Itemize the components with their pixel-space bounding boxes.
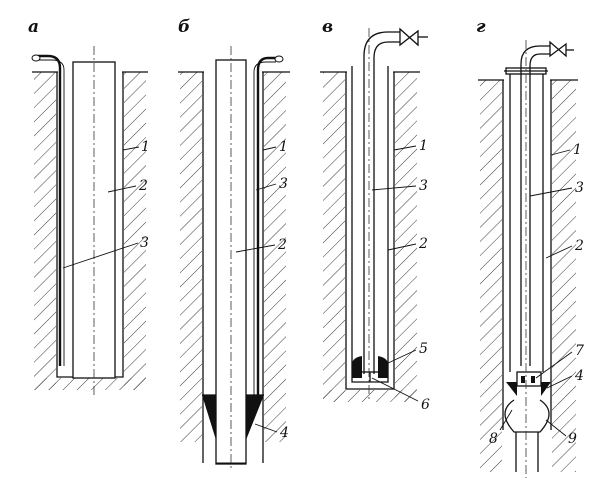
panel-letter-a: а bbox=[28, 17, 39, 37]
callout-v-3: 3 bbox=[419, 178, 428, 194]
callout-b-3: 3 bbox=[279, 176, 288, 192]
callout-g-7: 7 bbox=[575, 343, 584, 359]
callout-a-2: 2 bbox=[138, 178, 148, 194]
callout-a-1: 1 bbox=[141, 139, 150, 155]
panel-a bbox=[31, 46, 148, 395]
panel-letter-v: в bbox=[322, 17, 333, 37]
soil-bottom bbox=[34, 378, 146, 390]
bulb bbox=[504, 399, 550, 433]
hose bbox=[38, 54, 62, 366]
callout-b-2: 2 bbox=[277, 237, 287, 253]
callout-g-3: 3 bbox=[575, 180, 584, 196]
callout-v-1: 1 bbox=[419, 138, 428, 154]
soil-left bbox=[34, 72, 56, 390]
callout-a-3: 3 bbox=[140, 235, 149, 251]
panel-v bbox=[320, 27, 428, 402]
callout-b-4: 4 bbox=[279, 425, 289, 441]
tip-element bbox=[202, 395, 216, 440]
panel-letter-g: г bbox=[476, 17, 486, 37]
callout-v-6: 6 bbox=[421, 397, 430, 413]
panel-g bbox=[478, 40, 578, 481]
callout-g-9: 9 bbox=[568, 431, 577, 447]
callout-g-2: 2 bbox=[574, 238, 584, 254]
callout-b-1: 1 bbox=[279, 139, 288, 155]
panel-letter-b: б bbox=[178, 17, 190, 37]
inner-pipe bbox=[363, 31, 400, 374]
panel-b bbox=[178, 46, 290, 470]
callout-v-5: 5 bbox=[419, 341, 428, 357]
hose-nozzle bbox=[31, 54, 41, 62]
callout-g-4: 4 bbox=[574, 368, 584, 384]
panel-letters: а б в г bbox=[28, 17, 486, 37]
soil-right bbox=[124, 72, 146, 390]
valve bbox=[399, 27, 419, 47]
callout-g-8: 8 bbox=[489, 431, 498, 447]
callout-numbers: 1 2 3 1 3 2 4 1 3 2 5 6 1 3 2 7 4 8 9 bbox=[138, 138, 584, 447]
callout-v-2: 2 bbox=[418, 236, 428, 252]
seal bbox=[351, 356, 362, 378]
callout-g-1: 1 bbox=[573, 142, 582, 158]
